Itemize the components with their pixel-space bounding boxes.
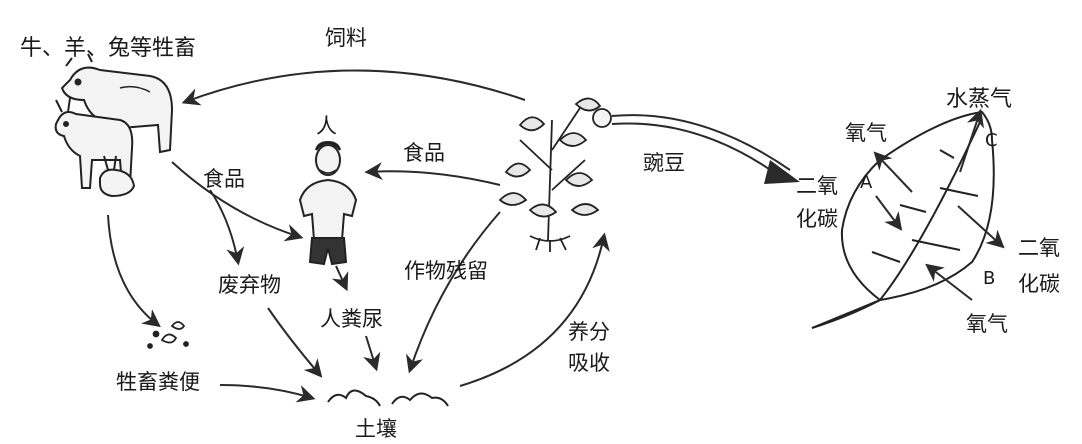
arrow-livestock-to-person xyxy=(171,161,304,242)
label-water-vapor: 水蒸气 xyxy=(946,87,1012,112)
label-oxygen-top: 氧气 xyxy=(845,121,887,145)
flow-arrows xyxy=(107,69,1005,403)
arrow-oxygen-in-b xyxy=(925,263,973,301)
label-oxygen-bottom: 氧气 xyxy=(966,312,1008,336)
pea-to-leaf-arrow xyxy=(611,114,800,184)
label-food-from-livestock: 食品 xyxy=(203,167,245,191)
label-feed: 饲料 xyxy=(325,26,367,50)
arrow-residue-to-soil xyxy=(406,211,501,374)
label-human-excreta: 人粪尿 xyxy=(320,307,383,331)
arrow-oxygen-out-a xyxy=(873,151,913,193)
label-c: C xyxy=(985,130,998,151)
label-co2-left-2: 化碳 xyxy=(796,207,838,231)
person-illustration xyxy=(298,140,358,266)
label-b: B xyxy=(983,268,995,289)
livestock-illustration xyxy=(54,53,174,198)
pea-plant-illustration xyxy=(498,97,612,252)
arrow-livestock-food-to-waste xyxy=(209,189,245,266)
leaf-illustration xyxy=(811,110,995,329)
arrow-soil-to-pea xyxy=(459,232,610,387)
arrow-manure-to-soil xyxy=(219,384,316,403)
label-nutrient-1: 养分 xyxy=(568,320,610,344)
arrow-water-vapor-c xyxy=(959,108,984,173)
arrow-livestock-to-manure xyxy=(107,214,161,328)
arrow-co2-in-a xyxy=(875,195,903,231)
label-livestock: 牛、羊、兔等牲畜 xyxy=(20,36,196,61)
manure-illustration xyxy=(147,321,189,349)
label-co2-right-1: 二氧 xyxy=(1018,236,1060,260)
label-waste: 废弃物 xyxy=(218,273,281,297)
label-co2-right-2: 化碳 xyxy=(1018,272,1060,296)
label-crop-residue: 作物残留 xyxy=(404,259,488,283)
arrow-co2-out-b xyxy=(957,205,1005,249)
labels: 牛、羊、兔等牲畜 饲料 人 食品 食品 豌豆 废弃物 人粪尿 作物残留 养分 吸… xyxy=(20,26,1060,441)
arrow-feed xyxy=(181,69,526,106)
label-pea: 豌豆 xyxy=(643,151,685,175)
label-soil: 土壤 xyxy=(355,417,397,441)
arrow-person-to-excreta xyxy=(331,265,349,292)
label-nutrient-2: 吸收 xyxy=(568,351,610,375)
soil-illustration xyxy=(327,389,449,407)
label-a: A xyxy=(860,172,873,193)
label-co2-left-1: 二氧 xyxy=(796,174,838,198)
arrow-waste-to-soil xyxy=(267,307,323,378)
arrow-excreta-to-soil xyxy=(363,335,381,372)
label-food-to-person: 食品 xyxy=(403,141,445,165)
arrow-food-to-person xyxy=(364,162,501,186)
label-person: 人 xyxy=(316,114,337,138)
label-manure: 牲畜粪便 xyxy=(116,370,200,394)
